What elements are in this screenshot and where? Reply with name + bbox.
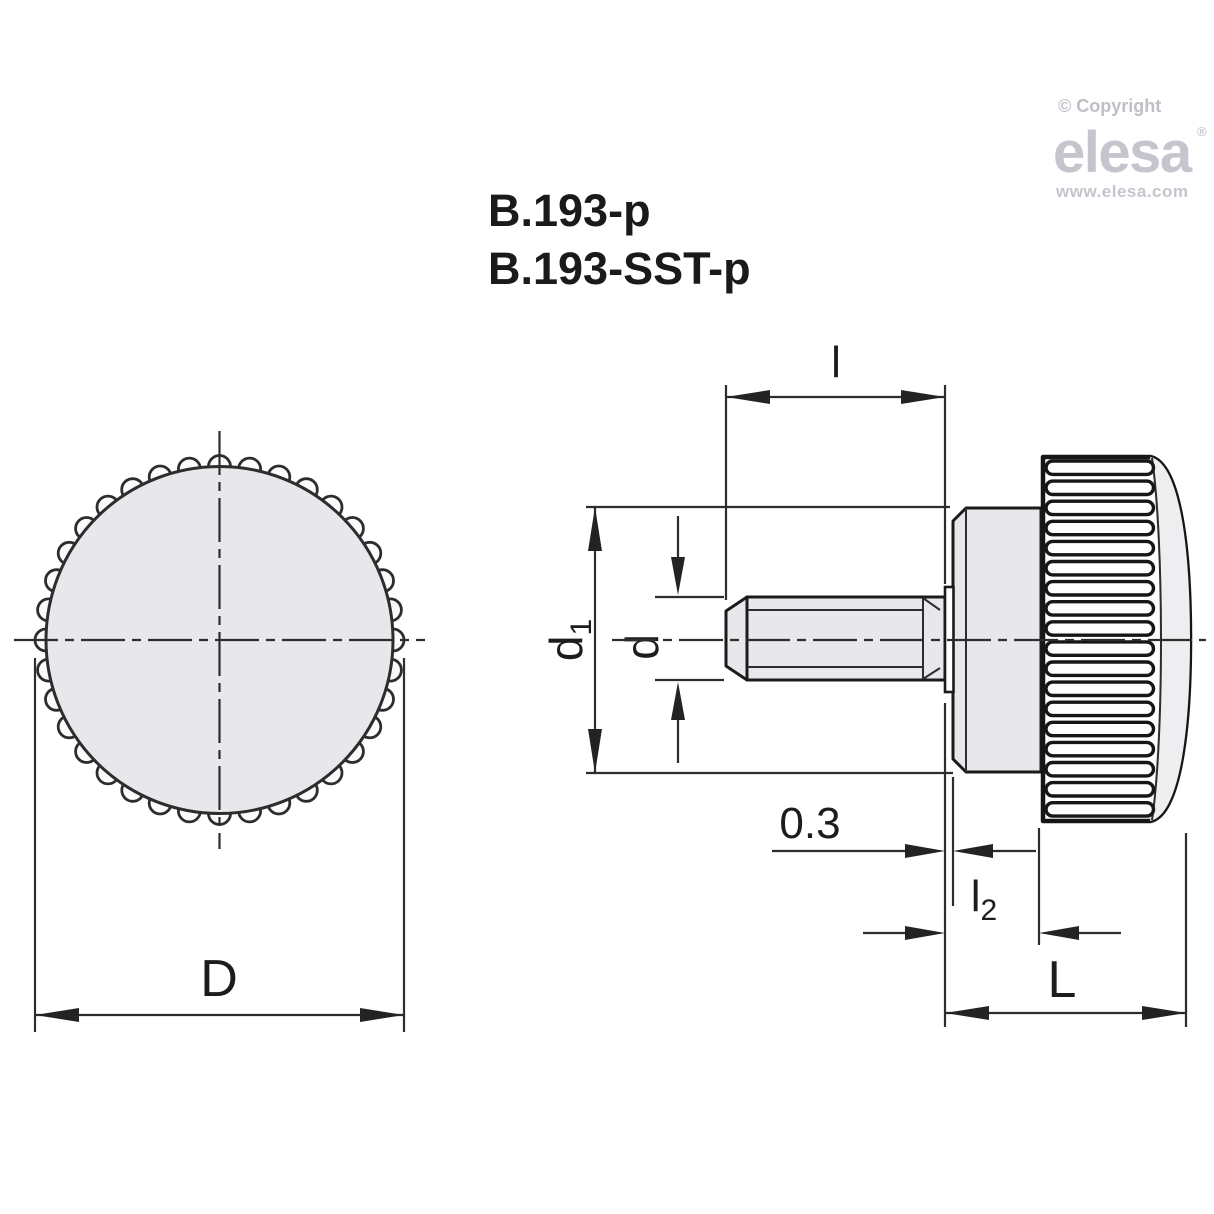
knurl-ridge (1044, 760, 1156, 778)
knurl-ridge (1044, 499, 1156, 517)
knurl-ridge (1044, 640, 1156, 658)
knurl-ridge (1044, 801, 1156, 818)
dim-label-L: L (1048, 951, 1077, 1009)
knurl-ridge (1044, 600, 1156, 617)
website-text: www.elesa.com (1055, 182, 1188, 201)
dim-label-d: d (616, 634, 668, 660)
dim-label-0-3: 0.3 (779, 799, 840, 848)
knurl-ridge (1044, 519, 1156, 537)
registered-mark: ® (1197, 124, 1207, 139)
front-view: D (14, 431, 425, 1032)
knurl-ridge (1044, 700, 1156, 718)
copyright-text: © Copyright (1058, 96, 1161, 116)
knurl-ridge (1044, 740, 1156, 758)
arrowhead (360, 1008, 404, 1022)
dimension-L: L (945, 833, 1188, 1027)
knurl-ridge (1044, 559, 1156, 577)
header: B.193-p B.193-SST-p (488, 185, 751, 294)
knurl-ridge (1044, 459, 1156, 477)
dimension-D: D (33, 658, 406, 1032)
arrowhead (1142, 1006, 1186, 1020)
arrowhead (588, 729, 602, 773)
thread-chamfer (922, 597, 941, 611)
model-number-line2: B.193-SST-p (488, 243, 751, 294)
knurl-ridge (1044, 539, 1156, 557)
dim-label-d1-base: d (540, 636, 592, 662)
arrowhead (905, 844, 945, 858)
arrowhead (901, 390, 945, 404)
knurl-ridge (1044, 780, 1156, 798)
dim-label-l2-base: l (971, 872, 981, 921)
arrowhead (945, 1006, 989, 1020)
arrowhead (1039, 926, 1079, 940)
dimension-d: d (616, 516, 724, 763)
knurl-ridges (1044, 459, 1156, 818)
dim-label-d1: d1 (540, 619, 598, 661)
thread-chamfer (922, 667, 941, 680)
dimension-d1: d1 (540, 505, 953, 775)
arrowhead (35, 1008, 79, 1022)
arrowhead (953, 844, 993, 858)
knurl-ridge (1044, 620, 1156, 637)
knurl-ridge (1044, 720, 1156, 738)
model-number-line1: B.193-p (488, 185, 651, 236)
knurl-ridge (1044, 680, 1156, 698)
arrowhead (726, 390, 770, 404)
knurl-ridge (1044, 479, 1156, 497)
dimension-l2: l2 (863, 828, 1121, 945)
dim-label-d1-sub: 1 (565, 619, 598, 636)
dim-label-D: D (200, 950, 238, 1008)
dimension-l: l (724, 338, 947, 600)
elesa-logo: elesa (1053, 120, 1193, 185)
knurl-ridge (1044, 660, 1156, 678)
branding: © Copyright elesa ® www.elesa.com (1053, 96, 1207, 201)
arrowhead (671, 557, 685, 595)
dim-label-l2: l2 (971, 872, 997, 927)
dim-label-l2-sub: 2 (981, 894, 998, 927)
stud-tip (724, 595, 749, 682)
arrowhead (588, 507, 602, 551)
arrowhead (671, 682, 685, 720)
knurl-ridge (1044, 579, 1156, 597)
side-view: l d1 d 0.3 (540, 338, 1206, 1027)
dim-label-l: l (831, 338, 841, 387)
dimension-0-3: 0.3 (772, 703, 1036, 1027)
arrowhead (905, 926, 945, 940)
